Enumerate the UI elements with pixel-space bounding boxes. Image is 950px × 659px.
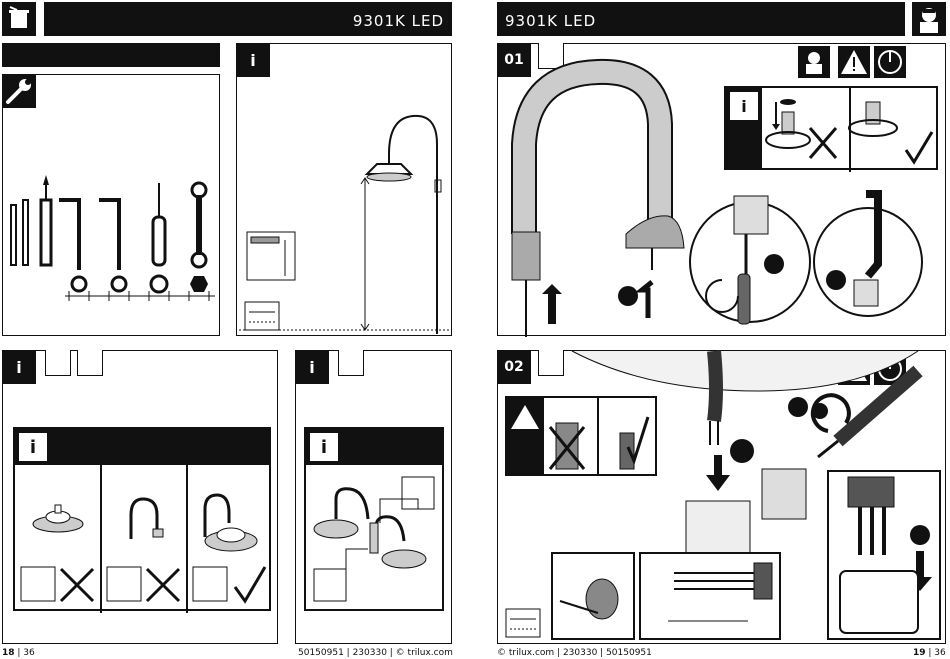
- page-title-left: 9301K LED: [353, 12, 444, 30]
- variants-panel: i i: [2, 350, 278, 644]
- luminaire-box-icon: [2, 2, 36, 36]
- combination-subpanel: i: [304, 427, 444, 611]
- step-01-illustration: [498, 44, 947, 337]
- footer-page-left: 18 | 36: [2, 648, 35, 658]
- tab-1: [45, 350, 71, 376]
- variants-illustration: [15, 429, 273, 613]
- footer-right-left-page: 50150951 | 230330 | © trilux.com: [298, 648, 453, 658]
- info-label: i: [2, 350, 36, 384]
- footer-left-right-page: © trilux.com | 230330 | 50150951: [497, 648, 652, 658]
- electrician-icon: [912, 2, 946, 36]
- mounting-info-panel: i: [236, 43, 452, 336]
- combination-panel: i i: [295, 350, 452, 644]
- tools-header-bar: [2, 43, 220, 67]
- tab-2: [77, 350, 103, 376]
- tab-3: [338, 350, 364, 376]
- header-bar-right: 9301K LED: [497, 2, 905, 36]
- page-title-right: 9301K LED: [505, 12, 596, 30]
- tools-illustration: [3, 75, 221, 337]
- info-label: i: [295, 350, 329, 384]
- header-bar-left: 9301K LED: [44, 2, 452, 36]
- combination-illustration: [306, 429, 446, 613]
- tools-panel: [2, 74, 220, 336]
- mounting-height-illustration: [237, 44, 453, 337]
- footer-page-right: 19 | 36: [913, 648, 946, 658]
- variants-subpanel: i: [13, 427, 271, 611]
- step-01-panel: 01 i: [497, 43, 946, 336]
- step-02-panel: 02: [497, 350, 946, 644]
- step-02-illustration: [498, 351, 947, 645]
